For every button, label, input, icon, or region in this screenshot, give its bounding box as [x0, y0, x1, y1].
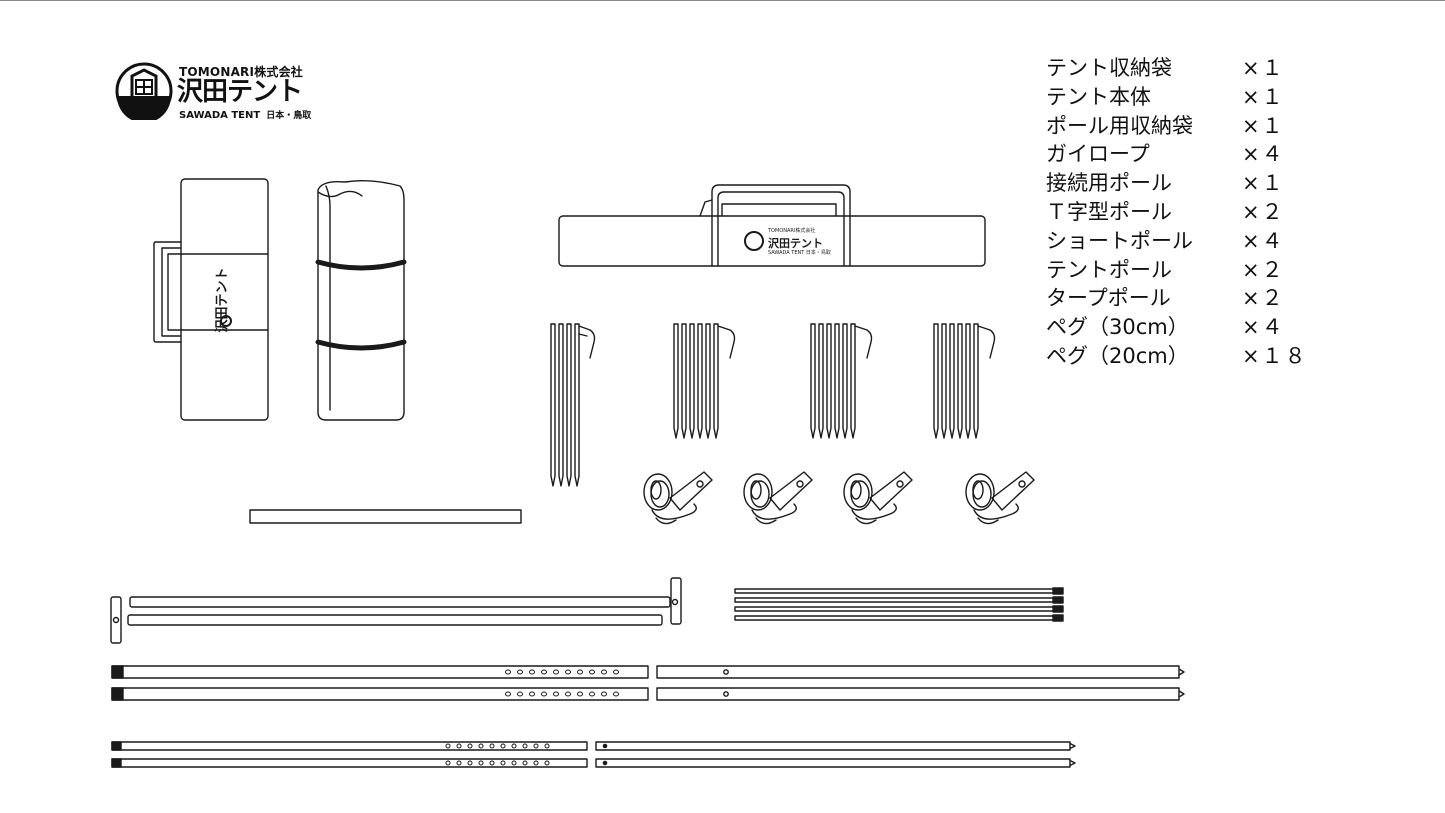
brand-name-en: SAWADA TENT 日本・鳥取: [179, 108, 311, 121]
svg-text:沢田テント: 沢田テント: [768, 236, 823, 250]
item-name: テント収納袋: [1046, 56, 1172, 80]
item-name: ペグ（20cm）: [1046, 343, 1189, 368]
list-item: ペグ（20cm） ×１８: [1046, 342, 1376, 371]
tarp-poles-illustration: [111, 741, 1076, 768]
item-qty: ×１: [1242, 113, 1285, 138]
item-qty: ×２: [1242, 257, 1285, 282]
svg-text:TOMONARI株式会社: TOMONARI株式会社: [767, 227, 815, 234]
item-qty: ×１: [1242, 84, 1285, 109]
guy-ropes-illustration: [643, 471, 1035, 525]
tent-emblem-icon: [115, 62, 173, 120]
t-shaped-poles-illustration: [110, 577, 682, 644]
item-name: テントポール: [1046, 257, 1172, 282]
item-name: ポール用収納袋: [1046, 113, 1193, 138]
item-qty: ×２: [1242, 199, 1285, 224]
tent-storage-bag-illustration: 沢田テント: [153, 178, 269, 421]
list-item: ポール用収納袋 ×１: [1046, 112, 1376, 141]
item-name: ショートポール: [1046, 228, 1193, 253]
list-item: タープポール ×２: [1046, 284, 1376, 313]
connecting-pole-illustration: [249, 509, 522, 524]
pegs-30cm-illustration: [550, 323, 596, 487]
list-item: 接続用ポール ×１: [1046, 169, 1376, 198]
item-qty: ×１: [1242, 171, 1285, 196]
svg-text:沢田テント: 沢田テント: [214, 267, 230, 332]
item-name: タープポール: [1046, 286, 1171, 311]
item-name: テント本体: [1046, 84, 1151, 109]
list-item: Ｔ字型ポール ×２: [1046, 198, 1376, 227]
list-item: テント収納袋 ×１: [1046, 54, 1376, 83]
short-poles-illustration: [734, 587, 1064, 622]
svg-text:SAWADA TENT 日本・鳥取: SAWADA TENT 日本・鳥取: [768, 249, 831, 256]
item-qty: ×４: [1242, 315, 1285, 340]
item-qty: ×２: [1242, 286, 1285, 311]
item-qty: ×４: [1242, 142, 1285, 167]
brand-name: 沢田テント: [177, 77, 303, 107]
item-name: ペグ（30cm）: [1046, 315, 1189, 340]
brand-location: 日本・鳥取: [266, 111, 312, 121]
item-qty: ×１８: [1242, 343, 1308, 368]
list-item: ガイロープ ×４: [1046, 140, 1376, 169]
pole-storage-bag-illustration: 沢田テント TOMONARI株式会社 SAWADA TENT 日本・鳥取: [558, 184, 986, 267]
tent-body-illustration: [315, 179, 407, 421]
item-name: Ｔ字型ポール: [1046, 199, 1172, 224]
list-item: ペグ（30cm） ×４: [1046, 313, 1376, 342]
contents-list: テント収納袋 ×１ テント本体 ×１ ポール用収納袋 ×１ ガイロープ ×４ 接続用ポー…: [1046, 54, 1376, 371]
item-qty: ×１: [1242, 56, 1285, 80]
item-qty: ×４: [1242, 228, 1285, 253]
list-item: テント本体 ×１: [1046, 83, 1376, 112]
pegs-20cm-illustration: [673, 323, 996, 439]
tent-poles-illustration: [111, 665, 1185, 701]
company-name: TOMONARI株式会社: [179, 65, 303, 79]
top-border: [0, 0, 1445, 1]
list-item: ショートポール ×４: [1046, 227, 1376, 256]
item-name: 接続用ポール: [1046, 171, 1172, 196]
list-item: テントポール ×２: [1046, 256, 1376, 285]
company-logo: TOMONARI株式会社 沢田テント SAWADA TENT 日本・鳥取: [115, 60, 315, 126]
item-name: ガイロープ: [1046, 142, 1150, 167]
brand-en-text: SAWADA TENT: [179, 110, 261, 121]
